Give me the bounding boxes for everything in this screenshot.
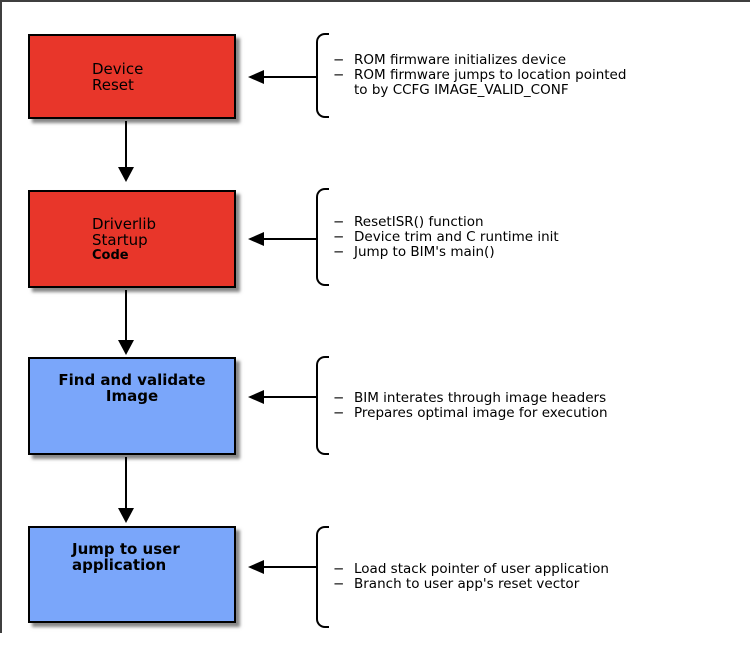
figure-frame-left [0, 0, 2, 633]
flow-box-find-and-validate-image: Find and validate Image [28, 357, 236, 455]
callout-arrow-line [263, 76, 317, 78]
box-label-line: Reset [92, 75, 134, 94]
note-line: Branch to user app's reset vector [354, 576, 580, 592]
bracket-icon [316, 33, 329, 118]
note-item: − Branch to user app's reset vector [333, 577, 738, 592]
dash-bullet-icon: − [333, 243, 345, 260]
dash-bullet-icon: − [333, 213, 345, 230]
box-label-jump-to-user-application: Jump to user application [72, 541, 234, 573]
note-line: ROM firmware jumps to location pointed [354, 67, 627, 83]
note-line: Load stack pointer of user application [354, 561, 609, 577]
down-arrow-icon [118, 167, 134, 182]
note-line: Prepares optimal image for execution [354, 404, 608, 421]
dash-bullet-icon: − [333, 404, 345, 421]
dash-bullet-icon: − [333, 561, 345, 577]
note-item: − ResetISR() function [333, 213, 738, 230]
bracket-icon [316, 526, 329, 628]
left-arrow-icon [248, 390, 264, 404]
bracket-icon [316, 356, 329, 455]
callout-device-reset: − ROM firmware initializes device − ROM … [333, 33, 738, 118]
note-item: − Prepares optimal image for execution [333, 404, 738, 421]
bracket-icon [316, 188, 329, 286]
box-label-line: Image [105, 387, 159, 405]
note-item: − ROM firmware jumps to location pointed… [333, 68, 738, 98]
note-item: − Jump to BIM's main() [333, 243, 738, 260]
flow-box-device-reset: Device Reset [28, 34, 236, 119]
dash-bullet-icon: − [333, 576, 345, 592]
dash-bullet-icon: − [333, 52, 345, 68]
box-label-line: Jump to user [72, 540, 180, 558]
box-label-line: Startup [92, 230, 148, 249]
left-arrow-icon [248, 70, 264, 84]
note-line: ROM firmware initializes device [354, 52, 567, 68]
flow-connector-line [125, 121, 127, 167]
callout-driverlib-startup: − ResetISR() function − Device trim and … [333, 188, 738, 286]
box-label-device-reset: Device Reset [92, 61, 234, 93]
box-label-line: Driverlib [92, 214, 157, 233]
note-line: Jump to BIM's main() [354, 243, 495, 260]
callout-arrow-line [263, 238, 317, 240]
note-item: − BIM interates through image headers [333, 389, 738, 406]
note-line: Device trim and C runtime init [354, 228, 559, 245]
left-arrow-icon [248, 560, 264, 574]
dash-bullet-icon: − [333, 67, 345, 83]
box-label-driverlib-startup-code: Driverlib Startup Code [92, 216, 234, 263]
callout-arrow-line [263, 396, 317, 398]
note-item: − Device trim and C runtime init [333, 228, 738, 245]
box-label-find-and-validate-image: Find and validate Image [58, 372, 205, 404]
callout-find-validate: − BIM interates through image headers − … [333, 356, 738, 455]
flow-box-jump-to-user-application: Jump to user application [28, 526, 236, 623]
box-label-line: Find and validate [58, 371, 206, 389]
down-arrow-icon [118, 340, 134, 355]
down-arrow-icon [118, 508, 134, 523]
figure-frame-top [0, 0, 750, 2]
note-item: − ROM firmware initializes device [333, 53, 738, 68]
note-item: − Load stack pointer of user application [333, 562, 738, 577]
note-line: to by CCFG IMAGE_VALID_CONF [354, 82, 569, 98]
dash-bullet-icon: − [333, 389, 345, 406]
flow-box-driverlib-startup-code: Driverlib Startup Code [28, 190, 236, 288]
left-arrow-icon [248, 232, 264, 246]
dash-bullet-icon: − [333, 228, 345, 245]
box-label-line: Code [92, 247, 129, 263]
box-label-line: application [72, 556, 167, 574]
callout-jump-to-user: − Load stack pointer of user application… [333, 526, 738, 628]
box-label-line: Device [92, 59, 144, 78]
flow-connector-line [125, 290, 127, 340]
flow-connector-line [125, 457, 127, 508]
note-line: ResetISR() function [354, 213, 484, 230]
callout-arrow-line [263, 566, 317, 568]
note-line: BIM interates through image headers [354, 389, 607, 406]
